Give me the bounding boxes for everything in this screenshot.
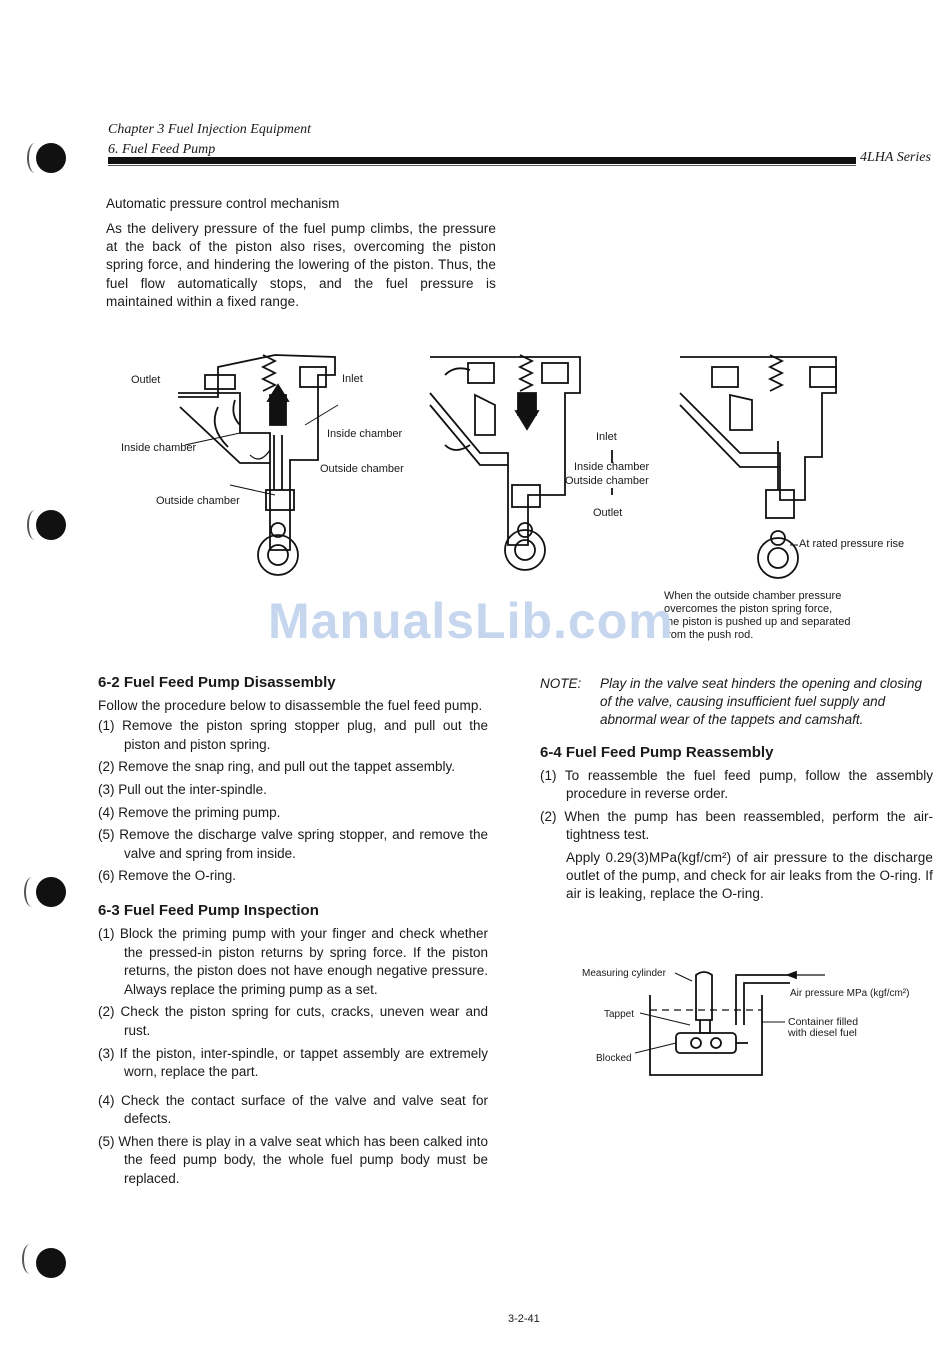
inspection-step: (2) Check the piston spring for cuts, cr…	[98, 1004, 488, 1038]
label-inside-chamber-left-b: Inside chamber	[121, 442, 197, 454]
note-label: NOTE:	[540, 676, 582, 691]
air-test-diagram	[634, 970, 825, 1076]
reassembly-detail: Apply 0.29(3)MPa(kgf/cm²) of air pressur…	[566, 849, 933, 902]
disassembly-step: (5) Remove the discharge valve spring st…	[98, 827, 488, 861]
header-rule	[108, 157, 856, 164]
reassembly-step: (1) To reassemble the fuel feed pump, fo…	[540, 767, 933, 802]
disassembly-step: (6) Remove the O-ring.	[98, 868, 237, 884]
chapter-title: Chapter 3 Fuel Injection Equipment	[108, 122, 311, 137]
note-text: Play in the valve seat hinders the openi…	[600, 676, 922, 728]
reassembly-title: 6-4 Fuel Feed Pump Reassembly	[540, 743, 774, 761]
label-inlet-middle: Inlet	[596, 431, 617, 443]
disassembly-step: (3) Pull out the inter-spindle.	[98, 781, 267, 797]
label-inlet-left: Inlet	[342, 373, 363, 385]
watermark: ManualsLib.com	[268, 593, 674, 649]
caption-line-4: from the push rod.	[664, 629, 754, 641]
binder-hole	[36, 1248, 66, 1278]
label-tappet: Tappet	[604, 1009, 635, 1020]
series-label: 4LHA Series	[860, 150, 931, 165]
disassembly-step: (1) Remove the piston spring stopper plu…	[98, 718, 488, 752]
header-rule-thin	[108, 165, 856, 166]
inspection-step: (4) Check the contact surface of the val…	[98, 1092, 488, 1127]
label-inside-chamber-middle: Inside chamber	[574, 461, 650, 473]
label-measuring-cylinder: Measuring cylinder	[582, 968, 666, 979]
label-container-2: with diesel fuel	[788, 1027, 857, 1039]
page-number: 3-2-41	[508, 1313, 540, 1325]
caption-line-2: overcomes the piston spring force,	[664, 603, 833, 615]
label-outlet-middle: Outlet	[593, 507, 623, 519]
caption-line-1: When the outside chamber pressure	[664, 590, 842, 602]
disassembly-step: (4) Remove the priming pump.	[98, 804, 281, 820]
binder-hole-arc	[22, 1244, 38, 1274]
section-title: 6. Fuel Feed Pump	[108, 142, 216, 157]
disassembly-step: (2) Remove the snap ring, and pull out t…	[98, 759, 455, 775]
auto-mechanism-title: Automatic pressure control mechanism	[106, 196, 340, 211]
auto-mechanism-text: As the delivery pressure of the fuel pum…	[106, 221, 496, 309]
inspection-step: (1) Block the priming pump with your fin…	[98, 925, 488, 997]
left-column: 6-2 Fuel Feed Pump Disassembly Follow th…	[98, 674, 488, 1189]
label-air-pressure: Air pressure MPa (kgf/cm²)	[790, 988, 910, 999]
inspection-step: (5) When there is play in a valve seat w…	[98, 1133, 488, 1187]
pump-diagram	[178, 354, 837, 579]
pump-left	[178, 354, 339, 576]
label-outside-chamber-left-b: Outside chamber	[156, 495, 240, 507]
right-column: NOTE: Play in the valve seat hinders the…	[540, 675, 933, 904]
label-outlet-left: Outlet	[131, 374, 161, 386]
label-outside-chamber-left-a: Outside chamber	[320, 463, 404, 475]
reassembly-step: (2) When the pump has been reassembled, …	[540, 808, 933, 843]
label-outside-chamber-middle: Outside chamber	[565, 475, 649, 487]
binder-hole	[36, 877, 66, 907]
binder-hole-arc	[27, 510, 43, 540]
pump-middle	[429, 354, 613, 571]
pump-right	[679, 354, 837, 579]
label-inside-chamber-left-a: Inside chamber	[327, 428, 403, 440]
label-blocked: Blocked	[596, 1053, 632, 1064]
caption-line-3: the piston is pushed up and separated	[664, 616, 851, 628]
disassembly-intro: Follow the procedure below to disassembl…	[98, 698, 483, 713]
binder-hole-arc	[27, 143, 43, 173]
inspection-title: 6-3 Fuel Feed Pump Inspection	[98, 901, 319, 919]
label-container-1: Container filled	[788, 1016, 859, 1028]
label-rated-pressure: At rated pressure rise	[799, 538, 905, 550]
binder-hole-arc	[24, 877, 40, 907]
inspection-step: (3) If the piston, inter-spindle, or tap…	[98, 1045, 488, 1080]
disassembly-title: 6-2 Fuel Feed Pump Disassembly	[98, 674, 336, 691]
